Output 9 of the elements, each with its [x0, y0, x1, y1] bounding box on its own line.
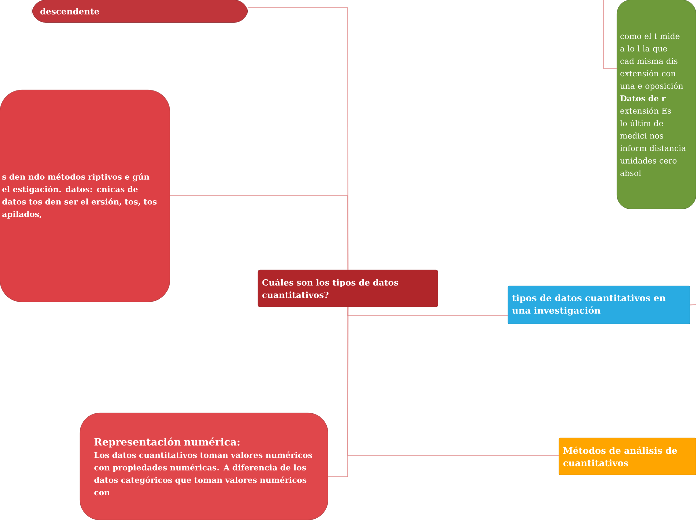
connector-line [348, 307, 508, 316]
connector-line [690, 304, 696, 306]
topic-bubble: descendente [32, 0, 248, 23]
connector-line [328, 307, 349, 478]
connector-line [170, 196, 349, 270]
topic-box: tipos de datos cuantitativos en una investigación [508, 286, 690, 324]
topic-box: Cuáles son los tipos de datos cuantitativos? [258, 270, 438, 308]
connector-line [604, 0, 618, 70]
topic-box: Métodos de análisis de cuantitativos [559, 438, 696, 476]
